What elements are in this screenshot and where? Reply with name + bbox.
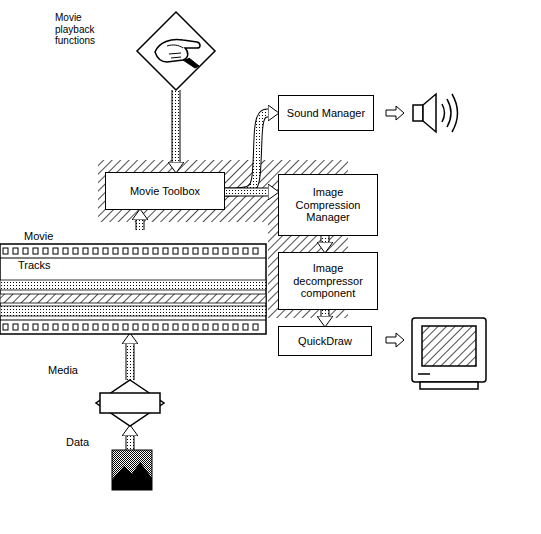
connector-outline — [172, 90, 181, 162]
data-block: Data — [112, 450, 152, 490]
node-text: Media — [48, 364, 78, 377]
output-arrow — [386, 106, 404, 120]
film-strip: MovieTracks — [0, 230, 266, 334]
output-arrow — [386, 333, 404, 347]
connector-shaft — [322, 310, 329, 316]
speaker-icon — [413, 94, 458, 132]
connector-arrow — [325, 236, 326, 242]
node-text: Sound Manager — [287, 107, 365, 120]
node-text: Tracks — [16, 259, 53, 272]
media-shape: Media — [96, 380, 164, 426]
connector-outline — [126, 436, 135, 450]
data-block-outline — [112, 450, 152, 490]
input-diamond: Movie playback functions — [137, 12, 215, 90]
connector-arrow — [225, 192, 268, 193]
node-text: Movie — [22, 230, 55, 243]
connector-shaft — [225, 189, 268, 196]
connector-shaft — [173, 90, 180, 162]
connector-shaft — [127, 436, 134, 450]
connector-arrow — [140, 220, 141, 230]
node-text: Movie Toolbox — [130, 185, 200, 198]
connector-outline — [321, 310, 330, 316]
process-box: Sound Manager — [278, 95, 374, 131]
connector-shaft — [322, 236, 329, 242]
process-box: Image decompressor component — [278, 252, 378, 310]
process-box: QuickDraw — [278, 326, 372, 356]
process-box: Image Compression Manager — [278, 174, 378, 236]
connector-arrow — [176, 90, 177, 162]
connector-arrow — [225, 113, 268, 192]
connector-arrow — [325, 310, 326, 316]
connector-outline — [321, 236, 330, 242]
input-diamond-outline — [137, 12, 215, 90]
connector-shaft — [127, 344, 134, 380]
connector-outline — [225, 113, 268, 192]
node-text: Image Compression Manager — [279, 186, 377, 224]
node-text: Movie playback functions — [55, 12, 115, 47]
connector-shaft — [225, 113, 268, 192]
connector-outline — [136, 220, 145, 230]
connector-shaft — [137, 220, 144, 230]
node-text: Data — [66, 436, 89, 449]
connector-arrow — [130, 436, 131, 450]
node-text: Image decompressor component — [279, 262, 377, 300]
connector-outline — [126, 344, 135, 380]
connector-arrow — [130, 344, 131, 380]
media-shape-outline — [96, 380, 164, 426]
monitor-icon — [412, 318, 486, 389]
connector-outline — [225, 188, 268, 197]
film-strip-outline — [0, 230, 266, 334]
process-box: Movie Toolbox — [105, 172, 225, 210]
node-text: QuickDraw — [298, 335, 352, 348]
